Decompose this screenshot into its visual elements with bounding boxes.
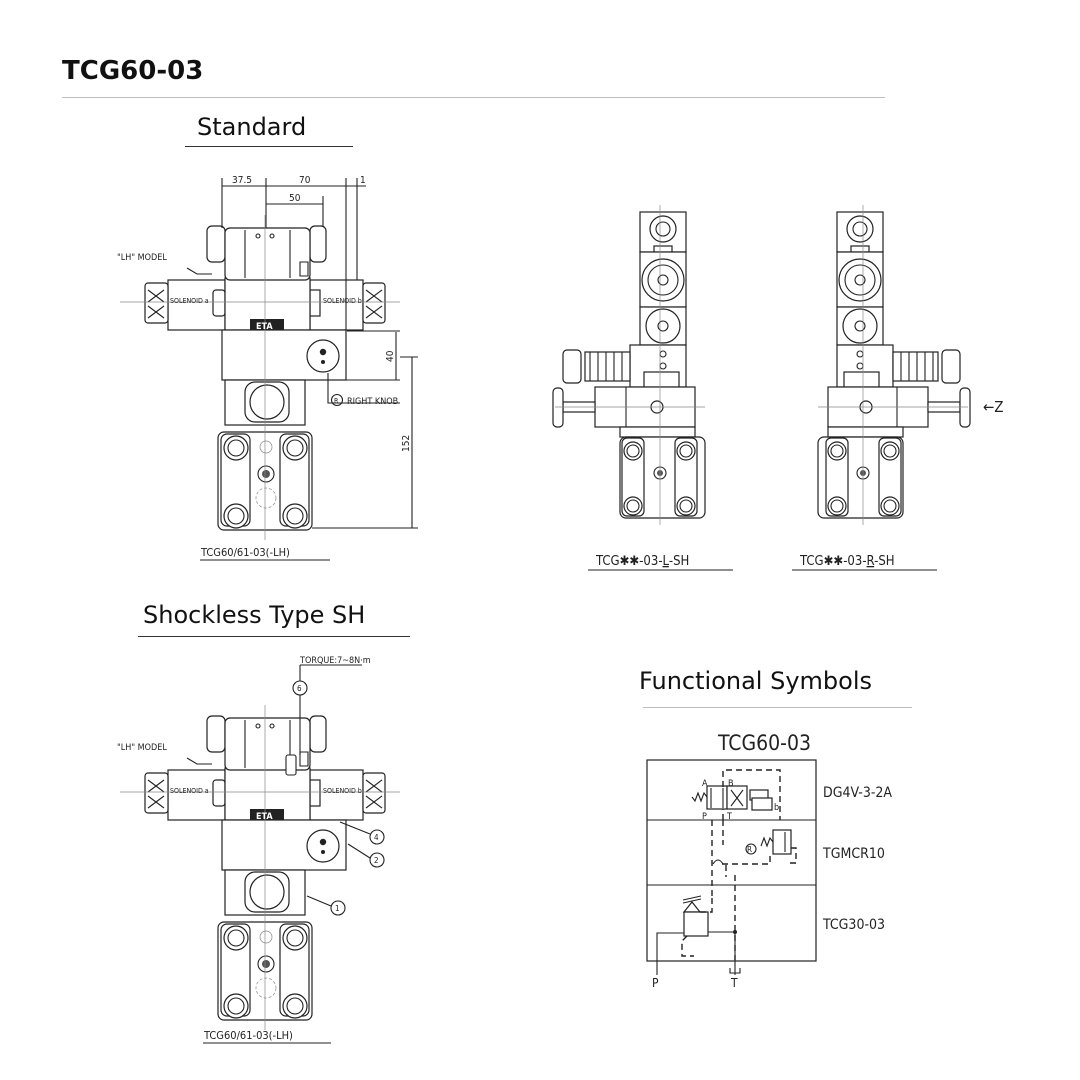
port-b-label: B — [728, 779, 734, 789]
solenoid-a-label: SOLENOID a — [170, 297, 209, 305]
z-view-arrow: ←Z — [983, 398, 1004, 416]
symbol-row-tcg30: TCG30-03 — [822, 917, 885, 933]
functional-symbol-diagram: TCG60-03 A B P T b R DG4V-3-2A TGMCR10 T… — [646, 731, 892, 990]
sh-right-view-drawing: TCG✱✱-03-R-SH ←Z — [792, 204, 1004, 571]
page-title: TCG60-03 — [62, 56, 204, 86]
port-t-small-label: T — [726, 812, 732, 822]
section-heading-shockless: Shockless Type SH — [143, 601, 366, 629]
right-knob-marker-icon — [330, 393, 344, 407]
dim-40: 40 — [385, 350, 396, 362]
shockless-caption: TCG60/61-03(-LH) — [203, 1029, 293, 1042]
solenoid-a-label: SOLENOID a — [170, 787, 209, 795]
standard-underline — [185, 146, 353, 147]
functional-underline — [643, 707, 912, 708]
symbol-row-tgmcr: TGMCR10 — [822, 846, 885, 862]
section-heading-functional: Functional Symbols — [639, 667, 872, 695]
title-divider — [62, 97, 885, 98]
solenoid-b-label: SOLENOID b — [323, 297, 362, 305]
right-sh-caption: TCG✱✱-03-R-SH — [799, 554, 895, 569]
port-p-small-label: P — [702, 812, 707, 822]
port-t-label: T — [730, 976, 738, 990]
brand-plate: ETA — [256, 812, 273, 822]
callout-2: 2 — [374, 856, 379, 865]
lh-model-label: "LH" MODEL — [117, 743, 167, 753]
dim-1: 1 — [360, 175, 366, 186]
symbol-row-dg4v: DG4V-3-2A — [823, 785, 892, 801]
left-sh-caption: TCG✱✱-03-L-SH — [595, 554, 689, 569]
dim-50: 50 — [289, 193, 301, 204]
dim-37-5: 37.5 — [232, 175, 252, 186]
callout-4: 4 — [374, 833, 379, 842]
section-heading-standard: Standard — [197, 113, 307, 141]
brand-plate: ETA — [256, 322, 273, 332]
solenoid-b-label: SOLENOID b — [323, 787, 362, 795]
dimension-lines — [186, 178, 418, 561]
lh-model-label: "LH" MODEL — [117, 253, 167, 263]
callout-6: 6 — [297, 684, 302, 693]
shockless-underline — [138, 636, 410, 637]
right-knob-symbol: R — [334, 397, 339, 405]
r-mark: R — [747, 845, 752, 854]
standard-valve-drawing: 37.5 70 1 50 40 152 "LH" MODEL SOLENOID … — [117, 175, 418, 561]
dim-152: 152 — [401, 435, 412, 452]
dim-70: 70 — [299, 175, 311, 186]
shockless-valve-drawing: TORQUE:7~8N·m 6 4 2 1 "LH" MODEL SOLENOI… — [117, 656, 401, 1044]
sh-left-view-drawing: TCG✱✱-03-L-SH — [552, 204, 733, 571]
torque-label: TORQUE:7~8N·m — [299, 656, 371, 666]
solenoid-b-symbol-label: b — [774, 803, 779, 813]
port-a-label: A — [702, 779, 708, 789]
standard-caption: TCG60/61-03(-LH) — [200, 546, 290, 559]
symbol-title: TCG60-03 — [717, 731, 811, 755]
right-knob-label: RIGHT KNOB — [347, 397, 398, 407]
callout-1: 1 — [335, 904, 340, 913]
port-p-label: P — [652, 976, 659, 990]
